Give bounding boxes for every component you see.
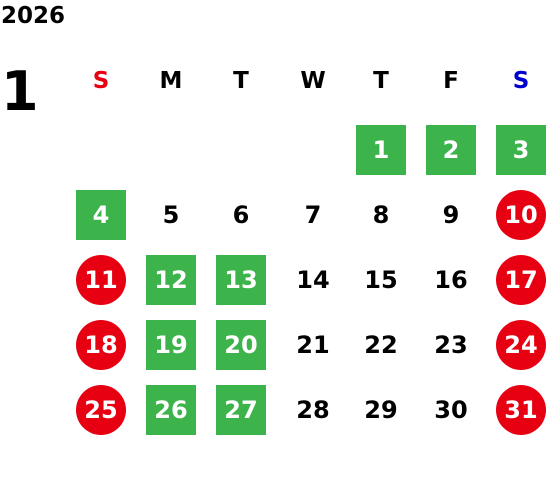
day-15[interactable]: 15 bbox=[364, 266, 398, 294]
weekday-1: M bbox=[159, 68, 183, 94]
day-25[interactable]: 25 bbox=[76, 385, 126, 435]
day-6[interactable]: 6 bbox=[232, 201, 250, 229]
day-22[interactable]: 22 bbox=[364, 331, 398, 359]
day-28[interactable]: 28 bbox=[296, 396, 330, 424]
weekday-0: S bbox=[92, 68, 110, 94]
weekday-5: F bbox=[443, 68, 459, 94]
day-9[interactable]: 9 bbox=[442, 201, 460, 229]
day-14[interactable]: 14 bbox=[296, 266, 330, 294]
weekday-2: T bbox=[233, 68, 249, 94]
day-3[interactable]: 3 bbox=[496, 125, 546, 175]
day-18[interactable]: 18 bbox=[76, 320, 126, 370]
day-24[interactable]: 24 bbox=[496, 320, 546, 370]
day-31[interactable]: 31 bbox=[496, 385, 546, 435]
day-5[interactable]: 5 bbox=[162, 201, 180, 229]
day-13[interactable]: 13 bbox=[216, 255, 266, 305]
day-19[interactable]: 19 bbox=[146, 320, 196, 370]
day-27[interactable]: 27 bbox=[216, 385, 266, 435]
day-10[interactable]: 10 bbox=[496, 190, 546, 240]
weekday-3: W bbox=[300, 68, 326, 94]
day-11[interactable]: 11 bbox=[76, 255, 126, 305]
day-26[interactable]: 26 bbox=[146, 385, 196, 435]
year-label: 2026 bbox=[1, 3, 66, 29]
day-20[interactable]: 20 bbox=[216, 320, 266, 370]
day-4[interactable]: 4 bbox=[76, 190, 126, 240]
weekday-6: S bbox=[512, 68, 530, 94]
day-21[interactable]: 21 bbox=[296, 331, 330, 359]
day-30[interactable]: 30 bbox=[434, 396, 468, 424]
month-number: 1 bbox=[1, 60, 39, 123]
day-16[interactable]: 16 bbox=[434, 266, 468, 294]
day-1[interactable]: 1 bbox=[356, 125, 406, 175]
weekday-4: T bbox=[373, 68, 389, 94]
day-17[interactable]: 17 bbox=[496, 255, 546, 305]
day-23[interactable]: 23 bbox=[434, 331, 468, 359]
day-12[interactable]: 12 bbox=[146, 255, 196, 305]
day-29[interactable]: 29 bbox=[364, 396, 398, 424]
day-8[interactable]: 8 bbox=[372, 201, 390, 229]
day-2[interactable]: 2 bbox=[426, 125, 476, 175]
day-7[interactable]: 7 bbox=[304, 201, 322, 229]
